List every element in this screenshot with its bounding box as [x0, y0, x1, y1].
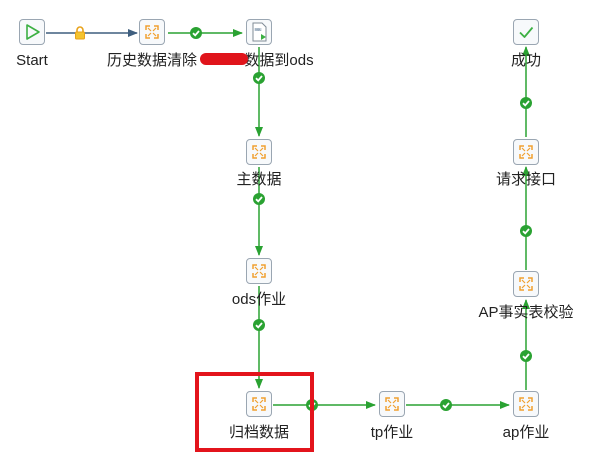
transform-icon [252, 264, 266, 278]
request-api-node[interactable] [513, 139, 539, 165]
tp-job-label: tp作业 [370, 424, 414, 441]
start-node-label: Start [16, 52, 48, 69]
success-check-icon [440, 399, 452, 411]
ap-fact-check-node[interactable] [513, 271, 539, 297]
transform-icon [252, 145, 266, 159]
highlight-box [195, 372, 314, 452]
transform-icon [145, 25, 159, 39]
ap-job-node[interactable] [513, 391, 539, 417]
request-api-label: 请求接口 [495, 171, 557, 188]
archive-label: 归档数据 [228, 424, 290, 441]
transform-icon [519, 277, 533, 291]
to-ods-node[interactable]: SQL [246, 19, 272, 45]
ap-job-label: ap作业 [502, 424, 550, 441]
ods-job-node[interactable] [246, 258, 272, 284]
start-node[interactable] [19, 19, 45, 45]
history-clean-label: 历史数据清除 [106, 52, 198, 69]
success-check-icon [190, 27, 202, 39]
success-check-icon [520, 97, 532, 109]
success-label: 成功 [510, 52, 542, 69]
lock-icon [74, 26, 86, 40]
success-check-icon [253, 72, 265, 84]
archive-node[interactable] [246, 391, 272, 417]
success-check-icon [253, 319, 265, 331]
play-icon [26, 24, 40, 40]
svg-text:SQL: SQL [255, 28, 261, 32]
sql-script-icon: SQL [252, 22, 267, 42]
to-ods-label: 数据到ods [244, 52, 314, 69]
redaction-mark [200, 53, 248, 65]
tp-job-node[interactable] [379, 391, 405, 417]
ods-job-label: ods作业 [231, 291, 287, 308]
transform-icon [385, 397, 399, 411]
ap-fact-check-label: AP事实表校验 [478, 304, 574, 321]
transform-icon [252, 397, 266, 411]
master-data-label: 主数据 [236, 171, 282, 188]
success-check-icon [520, 225, 532, 237]
success-check-icon [253, 193, 265, 205]
checkmark-icon [519, 26, 534, 38]
history-clean-node[interactable] [139, 19, 165, 45]
transform-icon [519, 145, 533, 159]
success-check-icon [520, 350, 532, 362]
transform-icon [519, 397, 533, 411]
master-data-node[interactable] [246, 139, 272, 165]
success-node[interactable] [513, 19, 539, 45]
